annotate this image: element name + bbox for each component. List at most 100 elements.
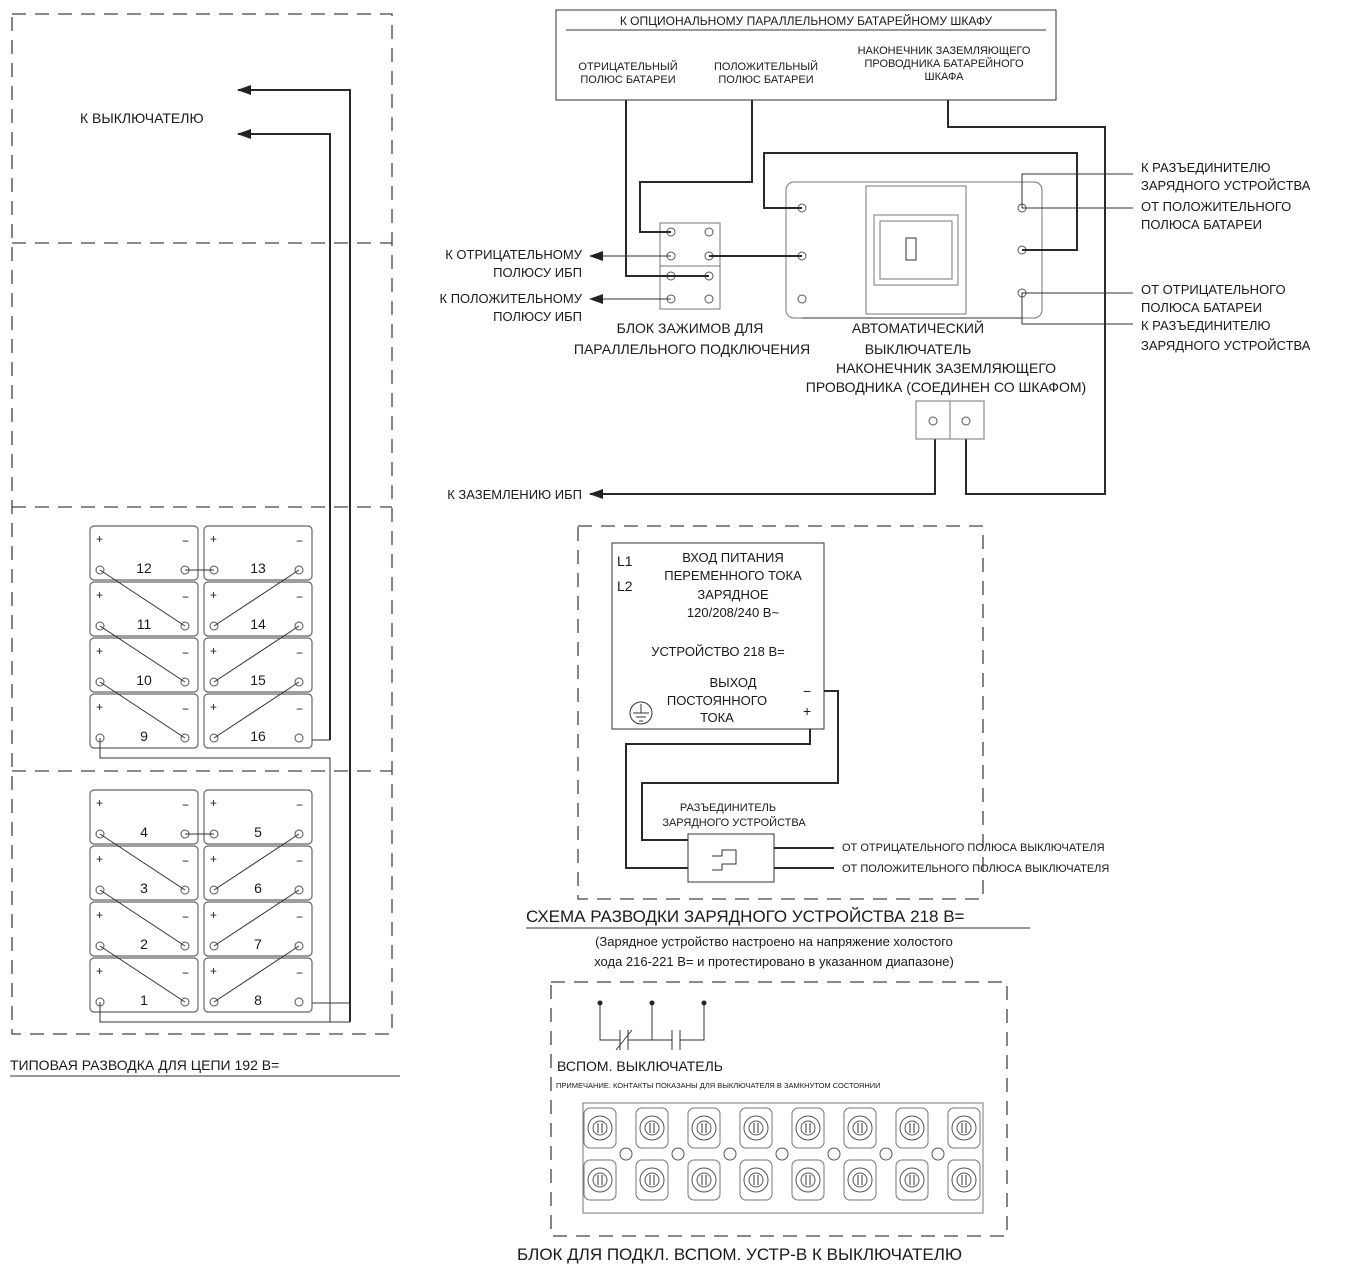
- wire-neg-pole: [625, 100, 709, 277]
- disconnect-l1: РАЗЪЕДИНИТЕЛЬ: [680, 802, 776, 814]
- cabinet-section: К ОПЦИОНАЛЬНОМУ ПАРАЛЛЕЛЬНОМУ БАТАРЕЙНОМ…: [440, 9, 1311, 502]
- wire-to-disconnect-1: [1021, 173, 1133, 208]
- battery-12: +−12: [89, 525, 199, 581]
- dc-output-l3: ТОКА: [700, 710, 734, 725]
- battery-16: +−16: [203, 693, 313, 749]
- aux-terminal-screw: [635, 1159, 669, 1201]
- aux-terminal-screw: [843, 1159, 877, 1201]
- battery-bank: +−12+−13+−11+−14+−10+−15+−9+−16+−4+−5+−3…: [89, 525, 350, 1023]
- to-disconnect-1-l2: ЗАРЯДНОГО УСТРОЙСТВА: [1141, 178, 1311, 193]
- to-disconnect-1-l1: К РАЗЪЕДИНИТЕЛЮ: [1141, 160, 1270, 175]
- cab-ground-l1: НАКОНЕЧНИК ЗАЗЕМЛЯЮЩЕГО: [858, 45, 1031, 57]
- breaker-label-l2: ВЫКЛЮЧАТЕЛЬ: [865, 341, 972, 357]
- aux-terminal-screw: [739, 1159, 773, 1201]
- plus-sign: +: [210, 852, 217, 866]
- battery-number: 9: [140, 728, 148, 744]
- battery-number: 7: [254, 936, 262, 952]
- to-ups-ground: К ЗАЗЕМЛЕНИЮ ИБП: [447, 487, 582, 502]
- to-disconnect-2-l1: К РАЗЪЕДИНИТЕЛЮ: [1141, 318, 1270, 333]
- minus-sign: −: [296, 646, 303, 660]
- battery-number: 13: [250, 560, 266, 576]
- aux-terminal-strip: [582, 1102, 984, 1214]
- cab-ground-l3: ШКАФА: [925, 71, 965, 83]
- plus-sign: +: [210, 796, 217, 810]
- ac-input-l2: ПЕРЕМЕННОГО ТОКА: [664, 568, 802, 583]
- wire-pos-pole: [639, 100, 753, 233]
- plus-sign: +: [210, 908, 217, 922]
- from-neg-l1: ОТ ОТРИЦАТЕЛЬНОГО: [1141, 282, 1286, 297]
- aux-strip-hole: [931, 1147, 945, 1161]
- series-link: [99, 945, 186, 1003]
- aux-terminal-screw: [687, 1159, 721, 1201]
- from-pos-l2: ПОЛЮСА БАТАРЕИ: [1141, 217, 1262, 232]
- battery-number: 14: [250, 616, 266, 632]
- aux-strip-hole: [827, 1147, 841, 1161]
- wire-to-breaker-2: [237, 129, 331, 740]
- plus-sign: +: [210, 700, 217, 714]
- battery-neg-terminal: [294, 997, 304, 1007]
- plus-sign: +: [96, 532, 103, 546]
- battery-number: 5: [254, 824, 262, 840]
- left-caption: ТИПОВАЯ РАЗВОДКА ДЛЯ ЦЕПИ 192 В=: [10, 1057, 279, 1073]
- breaker-ground-l1: НАКОНЕЧНИК ЗАЗЕМЛЯЮЩЕГО: [836, 360, 1056, 376]
- from-pos-l1: ОТ ПОЛОЖИТЕЛЬНОГО: [1141, 199, 1291, 214]
- wire-cabinet-ground: [947, 100, 1106, 495]
- series-link: [99, 889, 186, 947]
- charger-dashed-outline: [577, 525, 984, 900]
- aux-dashed-outline: [550, 981, 1008, 1237]
- battery-number: 15: [250, 672, 266, 688]
- battery-number: 3: [140, 880, 148, 896]
- aux-terminal-screw: [947, 1159, 981, 1201]
- battery-neg-terminal: [294, 733, 304, 743]
- device-label: УСТРОЙСТВО 218 В=: [651, 644, 784, 659]
- minus-sign: −: [296, 910, 303, 924]
- battery-4: +−4: [89, 789, 199, 845]
- minus-sign: −: [182, 590, 189, 604]
- series-link: [213, 569, 300, 627]
- series-link: [213, 889, 300, 947]
- aux-note: ПРИМЕЧАНИЕ. КОНТАКТЫ ПОКАЗАНЫ ДЛЯ ВЫКЛЮЧ…: [556, 1081, 881, 1090]
- minus-sign: −: [182, 534, 189, 548]
- charger-section: L1 L2 ВХОД ПИТАНИЯ ПЕРЕМЕННОГО ТОКА ЗАРЯ…: [526, 525, 1109, 969]
- plus-sign: +: [210, 532, 217, 546]
- plus-sign: +: [96, 644, 103, 658]
- to-ups-neg-l1: К ОТРИЦАТЕЛЬНОМУ: [445, 247, 583, 262]
- wire-to-disconnect-2: [1021, 318, 1133, 325]
- minus-sign: −: [182, 910, 189, 924]
- aux-contacts-icon: [597, 1000, 707, 1051]
- aux-strip-hole: [879, 1147, 893, 1161]
- series-link: [213, 945, 300, 1003]
- battery-number: 4: [140, 824, 148, 840]
- terminal-block-l1: БЛОК ЗАЖИМОВ ДЛЯ: [617, 320, 764, 336]
- pos-pole-l1: ПОЛОЖИТЕЛЬНЫЙ: [714, 60, 818, 73]
- aux-strip-hole: [671, 1147, 685, 1161]
- aux-label: ВСПОМ. ВЫКЛЮЧАТЕЛЬ: [557, 1058, 723, 1074]
- plus-sign: +: [96, 796, 103, 810]
- parallel-cabinet-box: [555, 9, 1057, 101]
- cabinet-outline: [11, 13, 393, 1035]
- cabinet-title: К ОПЦИОНАЛЬНОМУ ПАРАЛЛЕЛЬНОМУ БАТАРЕЙНОМ…: [620, 13, 993, 28]
- aux-terminal-screw: [895, 1159, 929, 1201]
- wire-dc-pos: [625, 729, 811, 869]
- battery-10: +−10: [89, 637, 199, 693]
- aux-terminal-screw: [687, 1107, 721, 1149]
- aux-terminal-screw: [895, 1107, 929, 1149]
- battery-number: 8: [254, 992, 262, 1008]
- ac-input-l1: ВХОД ПИТАНИЯ: [682, 550, 784, 565]
- series-link: [213, 833, 300, 891]
- cab-ground-l2: ПРОВОДНИКА БАТАРЕЙНОГО: [864, 57, 1024, 70]
- minus-sign: −: [296, 590, 303, 604]
- aux-terminal-screw: [583, 1159, 617, 1201]
- aux-terminal-screw: [947, 1107, 981, 1149]
- aux-terminal-screw: [791, 1159, 825, 1201]
- neg-pole-l2: ПОЛЮС БАТАРЕИ: [580, 74, 675, 86]
- wire-bank-return: [99, 1002, 350, 1023]
- arrow-to-ups-ground: [589, 421, 936, 499]
- minus-sign: −: [182, 646, 189, 660]
- charger-note-l2: хода 216-221 В= и протестировано в указа…: [594, 954, 954, 969]
- plus-sign: +: [210, 644, 217, 658]
- plus-sign: +: [96, 852, 103, 866]
- to-breaker-label: К ВЫКЛЮЧАТЕЛЮ: [80, 110, 204, 126]
- disconnect-l2: ЗАРЯДНОГО УСТРОЙСТВА: [662, 816, 806, 829]
- battery-number: 11: [137, 616, 152, 632]
